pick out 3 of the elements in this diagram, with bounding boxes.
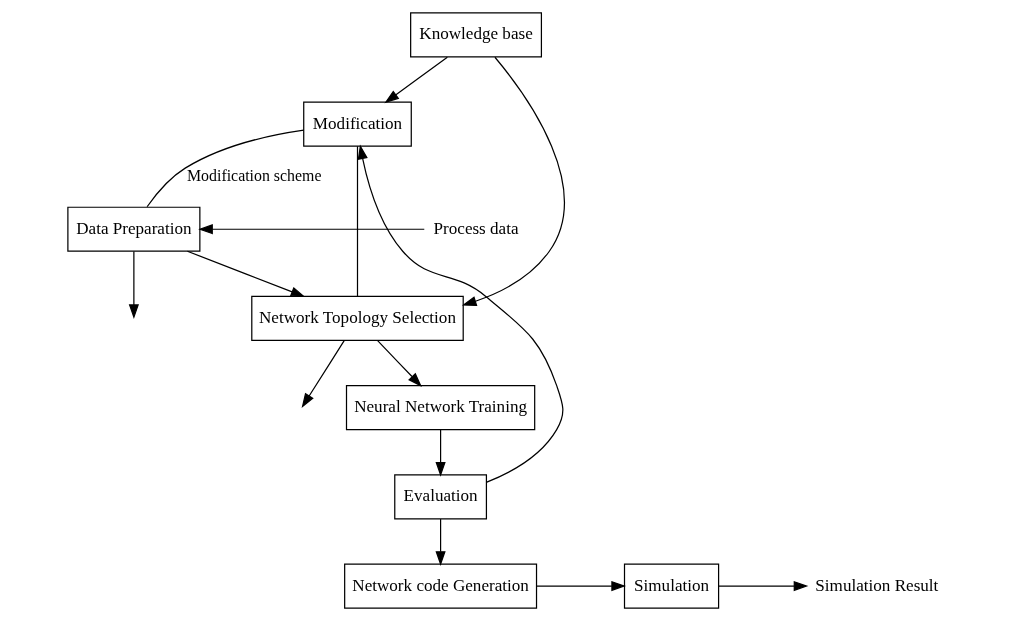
edge-label: Modification scheme xyxy=(187,166,322,184)
node-text: Process data xyxy=(433,218,519,238)
node-text: Simulation Result xyxy=(815,575,939,595)
